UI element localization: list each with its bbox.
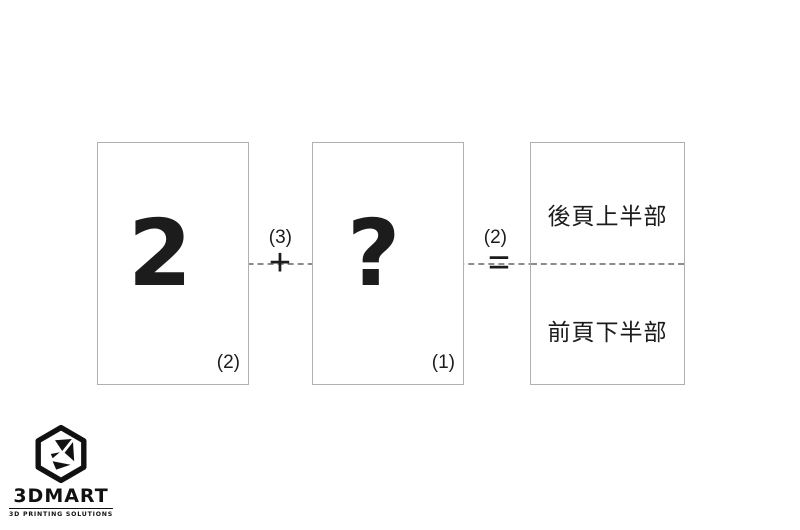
panel-label-bottom-right: (1) bbox=[431, 352, 455, 373]
operator-plus: + bbox=[268, 242, 292, 284]
brand-tagline: 3D PRINTING SOLUTIONS bbox=[9, 508, 113, 518]
glyph-digit-two-upper-half: ? bbox=[347, 200, 401, 307]
page-panel-result: 後頁上半部 前頁下半部 bbox=[530, 142, 685, 385]
panel-label-bottom-right: (2) bbox=[216, 352, 240, 373]
operator-equals: = bbox=[487, 242, 511, 284]
caption-previous-page-bottom-half: 前頁下半部 bbox=[547, 320, 668, 346]
glyph-digit-two: 2 bbox=[128, 200, 192, 307]
panel-label-top-right: (3) bbox=[268, 227, 292, 248]
page-panel-second: ? (2) (1) bbox=[312, 142, 507, 385]
panel-fold-line bbox=[531, 263, 684, 265]
panel-label-top-right: (2) bbox=[483, 227, 507, 248]
brand-wordmark: 3DMART bbox=[13, 485, 109, 507]
hexagon-3d-icon bbox=[35, 424, 87, 484]
brand-logo: 3DMART 3D PRINTING SOLUTIONS bbox=[0, 418, 122, 530]
caption-next-page-top-half: 後頁上半部 bbox=[547, 204, 668, 230]
page-panel-first: 2 (3) (2) bbox=[97, 142, 292, 385]
